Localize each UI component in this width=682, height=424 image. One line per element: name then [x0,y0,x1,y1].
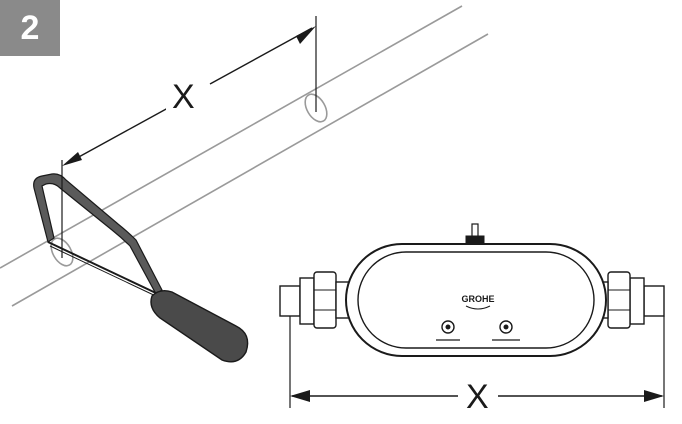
hacksaw-blade [47,241,159,295]
pipe-dim-arrow-left [62,152,82,166]
step-number: 2 [20,8,40,47]
pipe-upper-edge [0,5,463,269]
pipe-dimension-label: X [166,80,201,114]
pipe-dimension [61,16,317,258]
device-dim-arrow-right [644,390,664,402]
step-number-badge: 2 [0,0,60,56]
device [279,223,665,357]
device-dimension-label: X [460,380,495,414]
left-nut [313,271,337,329]
pipe-dim-line-upper [209,27,313,85]
device-housing-inner [357,251,595,349]
hacksaw-frame [33,173,163,295]
pipe [0,5,489,307]
brand-logo-text: GROHE [461,294,494,304]
left-pipe-stub [279,285,301,317]
hacksaw-blade-edge [49,245,161,299]
hacksaw [33,173,249,363]
right-pipe-stub [643,285,665,317]
right-nut-outer [629,277,645,325]
pipe-dim-arrow-right [296,26,316,44]
pipe-lower-edge [11,33,489,307]
left-nut-outer [299,277,315,325]
device-antenna-base [465,235,485,245]
device-dim-arrow-left [290,390,310,402]
device-dimension [289,316,665,408]
hacksaw-handle [150,289,249,363]
right-nut [607,271,631,329]
brand-logo-swoosh [465,305,491,310]
water-indicator-icon [503,324,509,330]
pipe-dim-line-lower [65,107,169,165]
wifi-indicator-icon [445,324,451,330]
